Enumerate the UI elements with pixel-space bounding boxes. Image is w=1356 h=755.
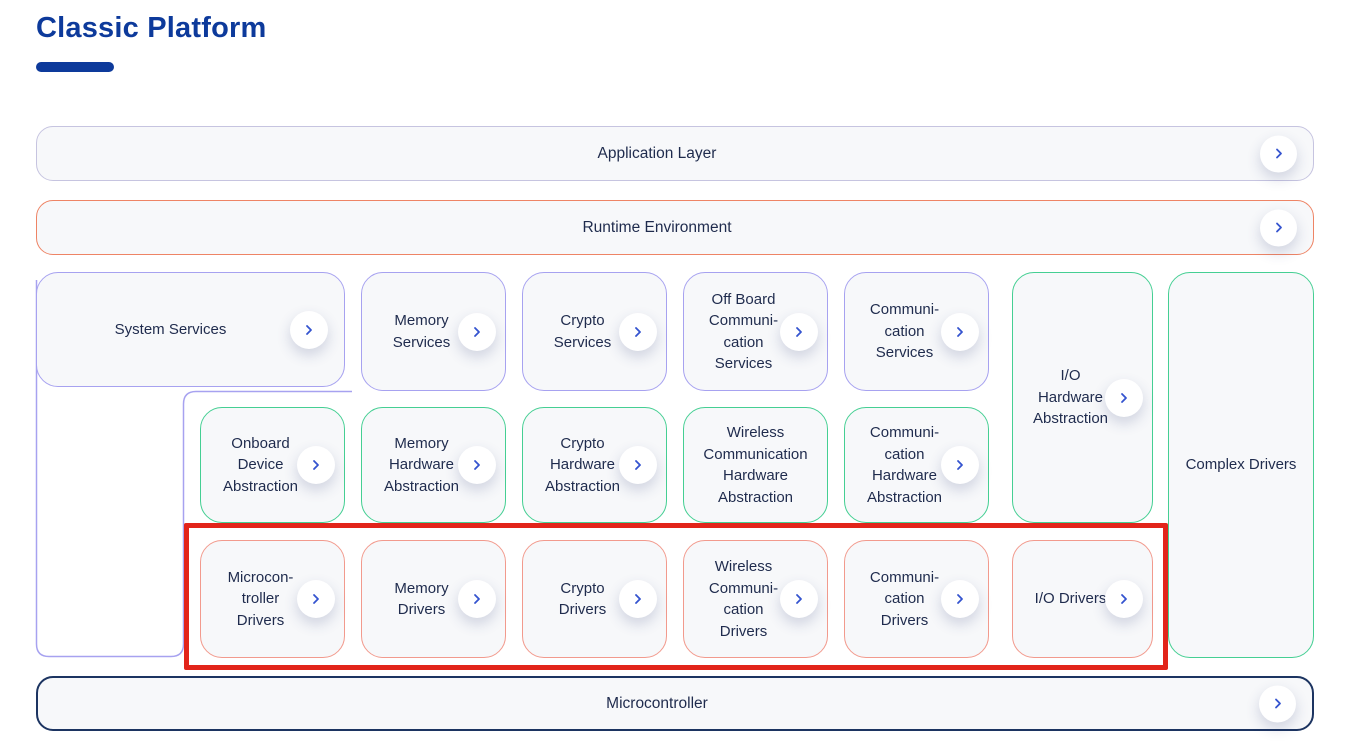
chevron-right-icon[interactable] [780,580,818,618]
complex-drivers-label: Complex Drivers [1185,456,1297,474]
communication-hardware-abstraction-label: Communi- cation Hardware Abstraction [866,424,943,506]
crypto-drivers-box[interactable]: Crypto Drivers [522,540,667,658]
memory-hardware-abstraction-box[interactable]: Memory Hardware Abstraction [361,407,506,523]
chevron-right-icon[interactable] [619,312,657,351]
memory-hardware-abstraction-label: Memory Hardware Abstraction [383,434,460,495]
onboard-device-abstraction-label: Onboard Device Abstraction [222,434,299,495]
microcontroller-label: Microcontroller [606,694,708,712]
chevron-right-icon[interactable] [1259,685,1296,722]
chevron-right-icon[interactable] [619,580,657,618]
communication-services-label: Communi- cation Services [869,301,940,362]
chevron-right-icon[interactable] [619,446,657,484]
crypto-services-label: Crypto Services [553,312,612,351]
chevron-right-icon[interactable] [290,310,328,349]
microcontroller-bar[interactable]: Microcontroller [36,676,1314,731]
io-drivers-label: I/O Drivers [1034,590,1107,608]
memory-services-box[interactable]: Memory Services [361,272,506,391]
memory-drivers-label: Memory Drivers [394,579,449,619]
chevron-right-icon[interactable] [297,446,335,484]
runtime-environment-label: Runtime Environment [582,218,732,236]
chevron-right-icon[interactable] [941,580,979,618]
io-hardware-abstraction-box[interactable]: I/O Hardware Abstraction [1012,272,1153,523]
chevron-right-icon[interactable] [1260,135,1297,172]
chevron-right-icon[interactable] [1105,580,1143,618]
chevron-right-icon[interactable] [1260,209,1297,246]
memory-services-label: Memory Services [392,312,451,351]
wireless-communication-hardware-abstraction-label: Wireless Communication Hardware Abstract… [703,424,808,506]
chevron-right-icon[interactable] [941,312,979,351]
communication-hardware-abstraction-box[interactable]: Communi- cation Hardware Abstraction [844,407,989,523]
io-hardware-abstraction-label: I/O Hardware Abstraction [1032,367,1109,428]
wireless-communication-drivers-label: Wireless Communi- cation Drivers [708,558,779,640]
chevron-right-icon[interactable] [780,312,818,351]
wireless-communication-hardware-abstraction-box[interactable]: Wireless Communication Hardware Abstract… [683,407,828,523]
memory-drivers-box[interactable]: Memory Drivers [361,540,506,658]
page-title: Classic Platform [36,12,267,44]
crypto-drivers-label: Crypto Drivers [558,579,607,619]
microcontroller-drivers-box[interactable]: Microcon- troller Drivers [200,540,345,658]
chevron-right-icon[interactable] [458,580,496,618]
complex-drivers-box[interactable]: Complex Drivers [1168,272,1314,658]
crypto-hardware-abstraction-label: Crypto Hardware Abstraction [544,434,621,495]
crypto-services-box[interactable]: Crypto Services [522,272,667,391]
offboard-communication-services-box[interactable]: Off Board Communi- cation Services [683,272,828,391]
runtime-environment-bar[interactable]: Runtime Environment [36,200,1314,255]
chevron-right-icon[interactable] [297,580,335,618]
chevron-right-icon[interactable] [458,446,496,484]
communication-drivers-box[interactable]: Communi- cation Drivers [844,540,989,658]
chevron-right-icon[interactable] [1105,378,1143,417]
communication-drivers-label: Communi- cation Drivers [869,568,940,629]
system-services-label: System Services [114,320,227,338]
chevron-right-icon[interactable] [458,312,496,351]
application-layer-label: Application Layer [597,144,717,162]
onboard-device-abstraction-box[interactable]: Onboard Device Abstraction [200,407,345,523]
communication-services-box[interactable]: Communi- cation Services [844,272,989,391]
offboard-communication-services-label: Off Board Communi- cation Services [708,290,779,373]
system-services-box[interactable]: System Services [36,272,345,387]
chevron-right-icon[interactable] [941,446,979,484]
title-underline [36,62,114,72]
io-drivers-box[interactable]: I/O Drivers [1012,540,1153,658]
application-layer-bar[interactable]: Application Layer [36,126,1314,181]
microcontroller-drivers-label: Microcon- troller Drivers [227,568,294,629]
crypto-hardware-abstraction-box[interactable]: Crypto Hardware Abstraction [522,407,667,523]
wireless-communication-drivers-box[interactable]: Wireless Communi- cation Drivers [683,540,828,658]
